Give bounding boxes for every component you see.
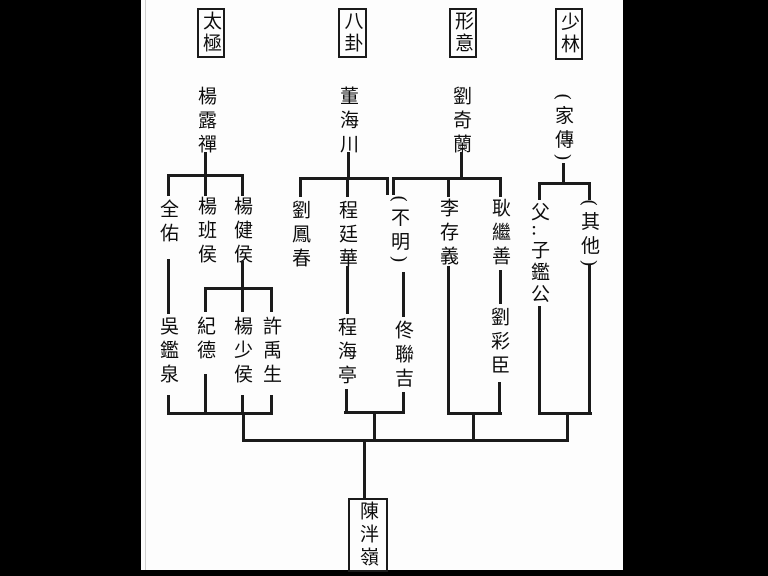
connector xyxy=(241,261,244,288)
connector xyxy=(346,178,349,197)
style-label-shaolin: 少林 xyxy=(558,12,580,56)
style-label-taiji: 太極 xyxy=(200,11,222,55)
style-label-bagua: 八卦 xyxy=(341,11,364,55)
connector xyxy=(498,382,501,414)
connector xyxy=(538,412,592,415)
person-xu-yusheng: 許禹生 xyxy=(260,316,282,388)
person-liu-caichen: 劉彩臣 xyxy=(488,307,510,379)
person-quan-you: 全佑 xyxy=(157,199,179,247)
connector xyxy=(472,413,475,441)
connector-main-bar xyxy=(242,439,569,442)
person-cheng-tinghua: 程廷華 xyxy=(336,200,358,272)
connector xyxy=(299,178,302,197)
style-label-xingyi: 形意 xyxy=(452,11,474,55)
connector xyxy=(241,175,244,196)
connector xyxy=(588,183,591,200)
connector xyxy=(241,395,244,414)
connector xyxy=(347,152,350,178)
connector xyxy=(447,178,450,197)
style-box-bagua: 八卦 xyxy=(338,8,367,58)
person-wu-jianquan: 吳鑑泉 xyxy=(157,316,179,388)
connector xyxy=(386,178,389,195)
person-li-cunyi: 李存義 xyxy=(437,198,459,270)
style-box-xingyi: 形意 xyxy=(449,8,477,58)
connector xyxy=(345,389,348,413)
connector xyxy=(566,413,569,441)
label-family-transmission: (家傳) xyxy=(552,93,574,166)
person-dong-haichuan: 董海川 xyxy=(337,86,359,158)
label-unknown-teacher: (不明) xyxy=(388,195,410,268)
connector xyxy=(499,178,502,197)
connector xyxy=(270,288,273,312)
connector xyxy=(242,413,245,441)
scan-edge-artifact xyxy=(145,0,146,570)
connector xyxy=(204,175,207,196)
connector xyxy=(373,412,376,441)
connector xyxy=(538,306,541,414)
label-father-zijiangong: 父‥子鑑公 xyxy=(528,202,550,306)
style-box-shaolin: 少林 xyxy=(555,8,583,60)
connector xyxy=(392,178,395,195)
person-ji-de: 紀德 xyxy=(194,316,216,364)
connector xyxy=(204,287,273,290)
scanned-paper xyxy=(141,0,623,570)
connector xyxy=(588,265,591,414)
person-yang-shaohou: 楊少侯 xyxy=(231,316,253,388)
connector xyxy=(402,272,405,317)
connector xyxy=(167,395,170,414)
connector xyxy=(241,288,244,312)
person-yang-banhou: 楊班侯 xyxy=(195,196,217,268)
connector xyxy=(538,182,591,185)
connector xyxy=(167,412,273,415)
connector xyxy=(204,152,207,175)
connector xyxy=(204,374,207,414)
person-chen-panling: 陳泮嶺 xyxy=(357,500,379,570)
connector xyxy=(499,270,502,304)
connector xyxy=(562,163,565,183)
connector xyxy=(363,440,366,498)
person-yang-luchan: 楊露禪 xyxy=(195,86,217,158)
person-tong-lianji: 佟聯吉 xyxy=(392,320,414,392)
connector xyxy=(402,392,405,413)
connector xyxy=(167,175,170,196)
connector xyxy=(204,288,207,312)
person-liu-qilan: 劉奇蘭 xyxy=(450,86,472,158)
connector xyxy=(270,395,273,414)
root-box-chen-panling: 陳泮嶺 xyxy=(348,498,388,572)
person-cheng-haiting: 程海亭 xyxy=(335,317,357,389)
connector xyxy=(299,177,389,180)
connector xyxy=(460,152,463,178)
style-box-taiji: 太極 xyxy=(197,8,225,58)
connector xyxy=(538,183,541,200)
person-yang-jianhou: 楊健侯 xyxy=(231,196,253,268)
connector xyxy=(346,266,349,314)
person-liu-fengchun: 劉鳳春 xyxy=(289,200,311,272)
label-others: (其他) xyxy=(578,199,600,272)
connector xyxy=(447,266,450,414)
person-geng-jishan: 耿繼善 xyxy=(489,198,511,270)
connector xyxy=(167,259,170,314)
